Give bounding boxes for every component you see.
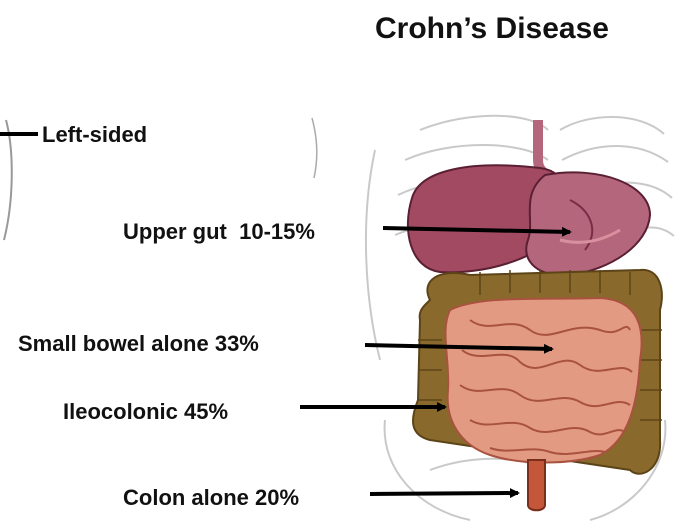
label-upper-gut: Upper gut 10-15%: [123, 219, 315, 245]
body-contour-line: [312, 118, 317, 178]
left-body-outline: [4, 120, 12, 240]
diagram-title: Crohn’s Disease: [375, 12, 609, 46]
stomach: [526, 172, 650, 275]
label-ileocolonic: Ileocolonic 45%: [63, 399, 228, 425]
label-left-sided: Left-sided: [42, 122, 147, 148]
label-small-bowel: Small bowel alone 33%: [18, 331, 259, 357]
rectum: [528, 460, 545, 510]
label-colon-alone: Colon alone 20%: [123, 485, 299, 511]
arrow-colon-alone: [370, 493, 518, 494]
